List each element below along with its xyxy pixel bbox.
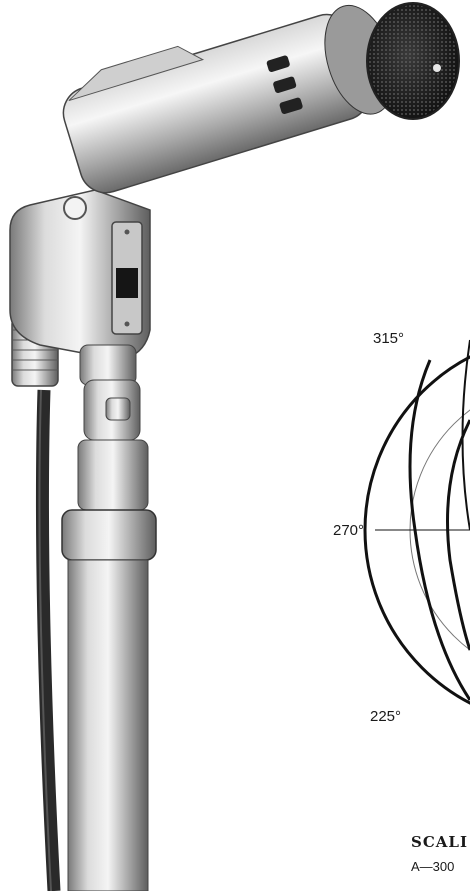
swivel-screw — [63, 196, 87, 220]
scale-heading: SCALI — [411, 833, 468, 851]
polar-pattern-plot — [363, 339, 470, 705]
scale-line: A—300 — [411, 859, 455, 874]
stand-collar — [61, 509, 157, 561]
angle-label-315: 315° — [373, 330, 405, 347]
switch-toggle — [116, 268, 138, 298]
stand-pole — [67, 559, 149, 891]
angle-label-225: 225° — [370, 708, 402, 725]
angle-label-270: 270° — [333, 522, 365, 539]
cable — [35, 389, 61, 891]
microphone-body — [62, 4, 395, 194]
